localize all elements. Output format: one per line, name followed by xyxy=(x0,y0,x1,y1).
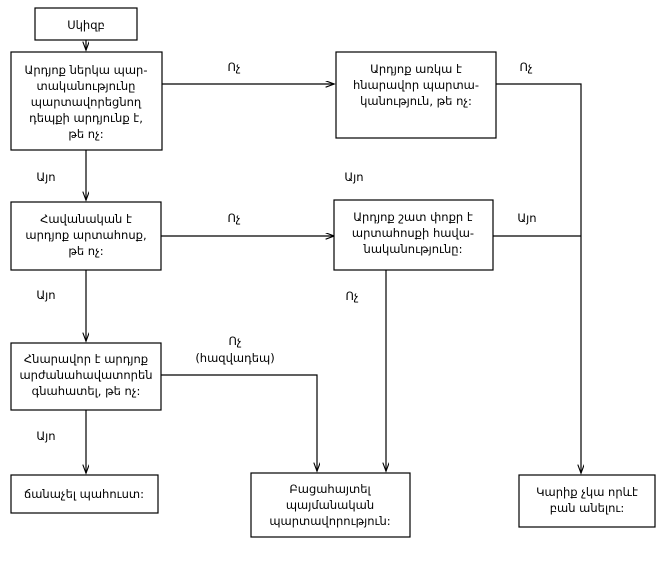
node-d1-line-3: դեպքի արդյունք է, xyxy=(29,111,143,125)
node-t3[interactable] xyxy=(518,474,656,528)
node-d3-line-0: Հավանական է xyxy=(40,212,132,226)
node-t1[interactable] xyxy=(10,474,159,514)
node-d2[interactable] xyxy=(335,51,497,139)
edge-label-d5-yes: Այո xyxy=(36,429,55,443)
node-d5[interactable] xyxy=(10,342,162,411)
edge-label-d2-yes: Այո xyxy=(344,170,363,184)
node-d2-line-1: հնարավոր պարտա- xyxy=(353,78,479,92)
node-d1-line-4: թե ոչ: xyxy=(68,127,103,141)
node-d1[interactable] xyxy=(10,51,163,151)
node-d5-line-2: գնահատել, թե ոչ: xyxy=(32,384,141,398)
node-t2[interactable] xyxy=(250,472,411,538)
node-d3-line-1: արդյոք արտահոսք, xyxy=(25,228,146,242)
node-start[interactable] xyxy=(34,7,138,41)
edge-label-d4-no: Ոչ xyxy=(345,289,358,303)
node-d1-line-2: պարտավորեցնող xyxy=(31,95,142,109)
node-d1-line-0: Արդյոք ներկա պար- xyxy=(25,63,148,77)
edge-label-d3-yes: Այո xyxy=(36,288,55,302)
node-d5-line-0: Հնարավոր է արդյոք xyxy=(24,352,148,366)
node-t2-line-1: պայմանական xyxy=(286,498,374,512)
node-t3-line-1: բան անելու: xyxy=(550,501,625,515)
node-d4[interactable] xyxy=(333,199,494,271)
node-t1-line-0: ճանաչել պահուստ: xyxy=(24,487,144,501)
edge-label-d1-yes: Այո xyxy=(36,170,55,184)
node-d3-line-2: թե ոչ: xyxy=(68,244,103,258)
edge-label-d5-no-2: (հազվադեպ) xyxy=(195,351,274,365)
node-d2-line-2: կանություն, թե ոչ: xyxy=(360,94,472,108)
edge-label-d5-no-1: Ոչ xyxy=(228,334,241,348)
node-d4-line-2: նականությունը: xyxy=(363,242,463,256)
node-t2-line-2: պարտավորություն: xyxy=(269,514,390,528)
node-start-line-0: Սկիզբ xyxy=(67,18,105,32)
node-d1-line-1: տականությունը xyxy=(37,79,136,93)
edge-label-d4-yes: Այո xyxy=(517,211,536,225)
node-t3-line-0: Կարիք չկա որևէ xyxy=(536,485,638,499)
edge-label-d3-no: Ոչ xyxy=(227,211,240,225)
node-d2-line-0: Արդյոք առկա է xyxy=(370,62,462,76)
edge-d2-no-to-trunk xyxy=(496,83,582,236)
node-d4-line-1: արտահոսքի հավա- xyxy=(352,226,474,240)
node-d3[interactable] xyxy=(10,201,162,271)
node-t2-line-0: Բացահայտել xyxy=(289,482,371,496)
edge-d5-no-to-t2 xyxy=(161,374,317,471)
edge-label-d2-no: Ոչ xyxy=(519,60,532,74)
node-d5-line-1: արժանահավատորեն xyxy=(19,368,152,382)
edge-label-d1-no: Ոչ xyxy=(227,60,240,74)
node-d4-line-0: Արդյոք շատ փոքր է xyxy=(353,210,473,224)
